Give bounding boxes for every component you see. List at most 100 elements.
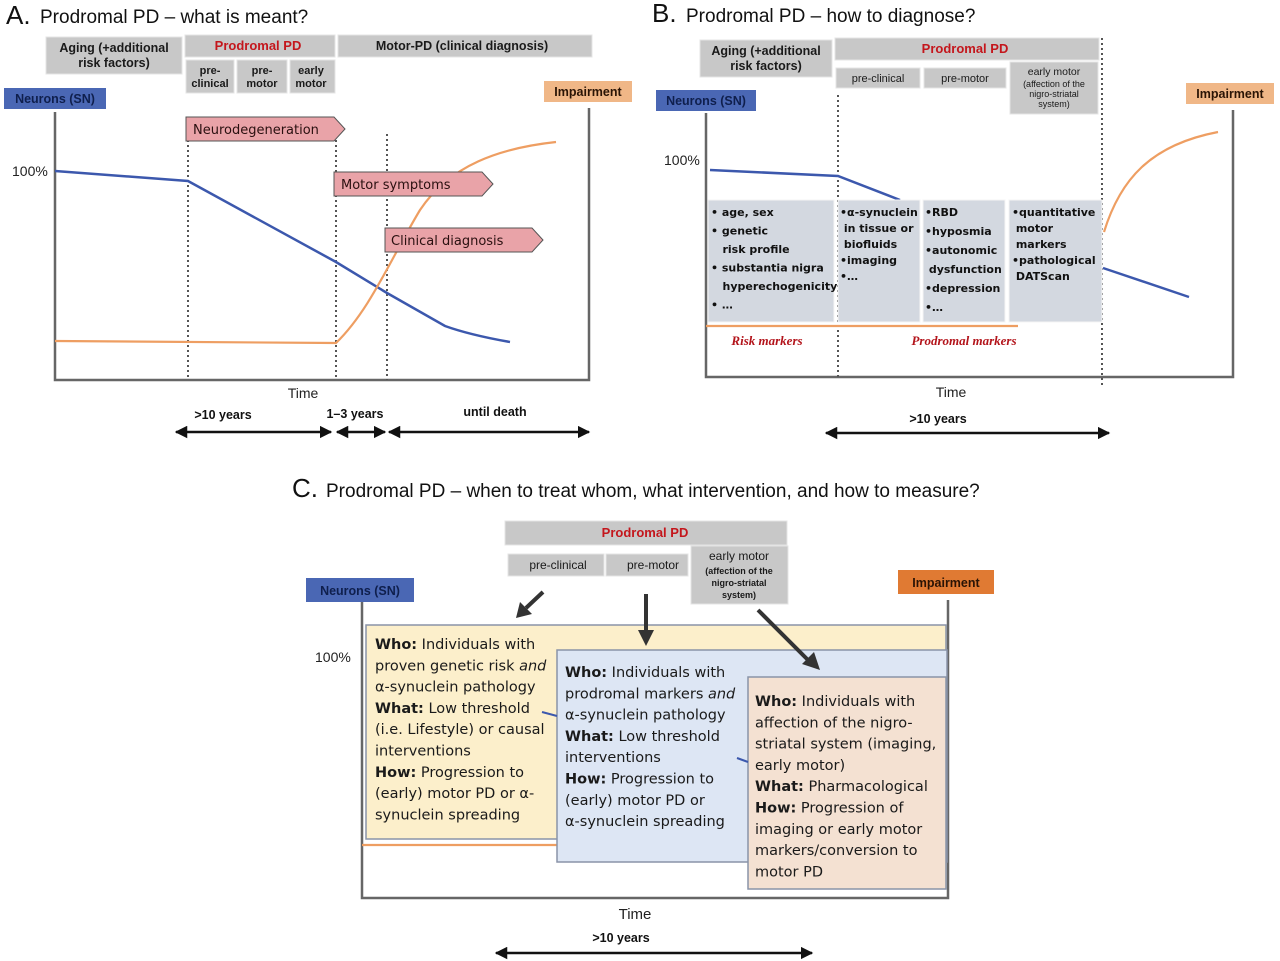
sub-phase-label: pre-	[200, 65, 221, 77]
treatment-text-segment: Progression to	[606, 772, 714, 788]
treatment-line: (early) motor PD or	[565, 793, 705, 809]
arrow-head-icon	[638, 630, 654, 646]
pre-clinical-label: pre-clinical	[852, 73, 905, 85]
y-tick-100: 100%	[664, 152, 700, 168]
treatment-line: interventions	[565, 750, 661, 766]
marker-item: hyperechogenicity	[711, 280, 837, 293]
neurons-curve	[54, 169, 511, 344]
treatment-line: markers/conversion to	[755, 843, 918, 859]
impairment-curve	[54, 140, 557, 345]
treatment-text-segment: α-synuclein pathology	[565, 708, 726, 724]
early-motor-box	[690, 545, 789, 605]
marker-list: •RBD•hyposmia•autonomic dysfunction•depr…	[925, 206, 1002, 314]
treatment-text-segment: (early) motor PD or	[565, 793, 705, 809]
motor-pd-label: Motor-PD (clinical diagnosis)	[376, 39, 548, 53]
marker-item: markers	[1012, 238, 1067, 251]
arrow-head-icon	[802, 652, 820, 670]
sub-phase-box	[185, 59, 235, 94]
span-label: until death	[463, 405, 526, 419]
marker-item: • genetic	[711, 225, 768, 238]
panel-c-header: Prodromal PD pre-clinical pre-motor earl…	[504, 520, 789, 605]
treatment-keyword: How:	[755, 801, 796, 817]
marker-list: •α-synuclein in tissue or biofluids•imag…	[840, 206, 918, 283]
treatment-text-segment: Individuals with	[607, 665, 725, 681]
marker-item: •…	[925, 301, 943, 314]
treatment-text-segment: α-synuclein spreading	[565, 814, 725, 830]
phase-label: Motor symptoms	[341, 178, 451, 193]
pre-motor-label: pre-motor	[627, 558, 679, 572]
impairment-label-box	[544, 81, 632, 102]
treatment-keyword: Who:	[565, 665, 607, 681]
sub-phase-label: clinical	[191, 78, 228, 90]
x-axis-label: Time	[288, 385, 319, 401]
treatment-box-early-motor	[747, 676, 947, 890]
panel-a-title: Prodromal PD – what is meant?	[40, 7, 308, 28]
pre-motor-box	[923, 67, 1007, 89]
treatment-text-segment: and	[519, 658, 547, 674]
impairment-label-box	[1186, 83, 1274, 104]
phase-arrow-neurodegeneration	[185, 116, 346, 142]
treatment-text-segment: Progression of	[796, 801, 904, 817]
treatment-text-segment: imaging or early motor	[755, 822, 922, 838]
marker-item: biofluids	[840, 238, 898, 251]
treatment-text-segment: Low threshold	[424, 701, 530, 717]
marker-item: •pathological	[1012, 254, 1096, 267]
span-label: >10 years	[592, 931, 649, 945]
pre-clinical-label: pre-clinical	[529, 558, 586, 572]
span-label: 1–3 years	[326, 407, 383, 421]
marker-item: •RBD	[925, 206, 958, 219]
treatment-line: What: Pharmacological	[755, 779, 928, 795]
marker-item: •…	[840, 270, 858, 283]
span-label: >10 years	[909, 412, 966, 426]
treatment-line: α-synuclein pathology	[375, 680, 536, 696]
aging-box	[45, 36, 183, 75]
treatment-text-segment: prodromal markers	[565, 686, 708, 702]
neurons-label-box	[656, 90, 756, 111]
early-motor-sub: (affection of the	[705, 566, 773, 576]
treatment-line: striatal system (imaging,	[755, 737, 936, 753]
prodromal-marker-box	[922, 199, 1006, 323]
prodromal-box	[834, 37, 1100, 61]
pre-clinical-box	[507, 553, 605, 577]
pointer-arrow	[756, 608, 810, 662]
treatment-line: (i.e. Lifestyle) or causal	[375, 722, 545, 738]
pre-clinical-box	[835, 67, 921, 89]
impairment-label-box	[898, 570, 994, 594]
treatment-keyword: Who:	[755, 694, 797, 710]
phase-label: Clinical diagnosis	[391, 234, 504, 249]
early-motor-label: early motor	[709, 549, 769, 563]
panel-c: C. Prodromal PD – when to treat whom, wh…	[292, 473, 994, 960]
treatment-line: Who: Individuals with	[565, 665, 725, 681]
y-tick-100: 100%	[315, 649, 351, 665]
x-axis-label: Time	[619, 906, 652, 923]
phase-arrow-clinical-diagnosis	[384, 227, 544, 253]
neurons-label: Neurons (SN)	[666, 94, 746, 108]
sub-phase-box	[289, 59, 336, 94]
early-motor-sub: system)	[722, 590, 756, 600]
treatment-line: α-synuclein spreading	[565, 814, 725, 830]
prodromal-label: Prodromal PD	[922, 41, 1009, 56]
panel-a-letter: A.	[6, 0, 31, 30]
marker-item: •autonomic	[925, 244, 997, 257]
marker-item: dysfunction	[925, 263, 1002, 276]
aging-label-line1: Aging (+additional	[59, 41, 168, 55]
treatment-line: imaging or early motor	[755, 822, 922, 838]
panel-b-header: Aging (+additional risk factors) Prodrom…	[699, 37, 1100, 115]
panel-c-title: Prodromal PD – when to treat whom, what …	[326, 481, 980, 502]
pointer-arrow	[524, 590, 545, 610]
treatment-line: What: Low threshold	[565, 729, 720, 745]
panel-a-header: Aging (+additional risk factors) Prodrom…	[45, 34, 593, 94]
prodromal-box	[504, 520, 788, 546]
early-motor-sub: nigro-striatal	[711, 578, 766, 588]
early-motor-box	[1009, 61, 1099, 115]
treatment-keyword: What:	[755, 779, 804, 795]
treatment-text-segment: striatal system (imaging,	[755, 737, 936, 753]
treatment-text-segment: Low threshold	[614, 729, 720, 745]
neurons-curve	[541, 711, 558, 717]
marker-columns: • age, sex• genetic risk profile• substa…	[707, 199, 1103, 323]
risk-markers-label: Risk markers	[730, 333, 802, 348]
axes-frame	[360, 600, 950, 900]
treatment-text-segment: affection of the nigro-	[755, 715, 913, 731]
treatment-text-segment: and	[708, 686, 736, 702]
treatment-line: How: Progression of	[755, 801, 904, 817]
